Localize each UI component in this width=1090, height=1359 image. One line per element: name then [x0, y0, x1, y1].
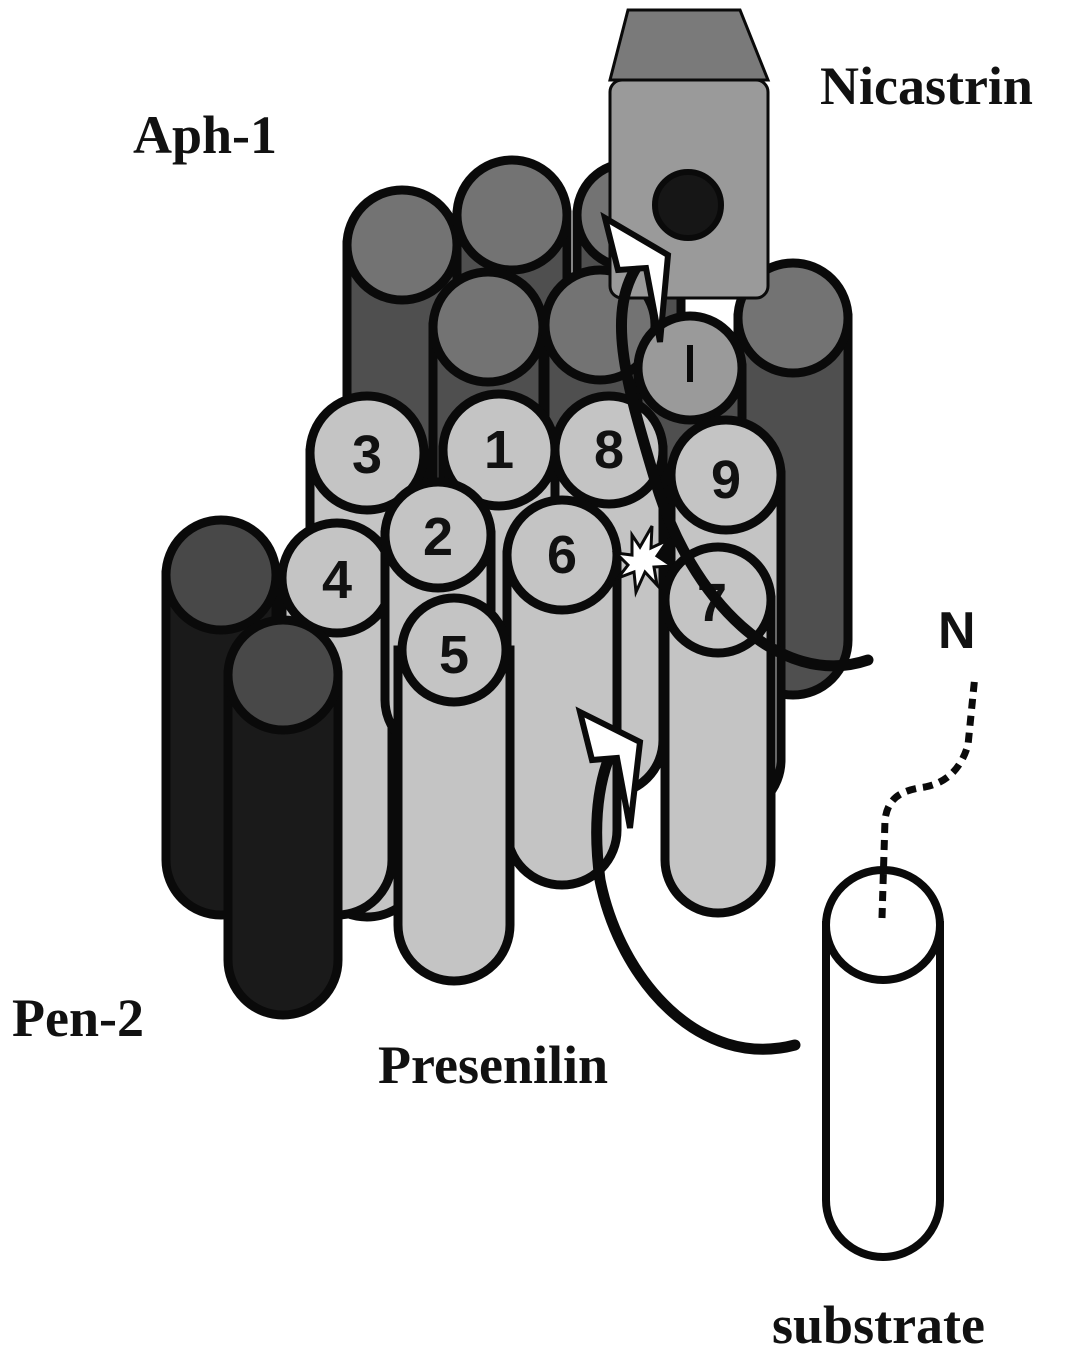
tm-number: 3: [352, 425, 382, 485]
aph1-helix-top: [347, 190, 457, 300]
tm-number: 5: [439, 625, 469, 685]
tm-number: 9: [711, 450, 741, 510]
label-substrate: substrate: [772, 1295, 985, 1355]
nicastrin-dot: [655, 172, 721, 238]
label-pen2: Pen-2: [12, 988, 144, 1048]
tm-number: 1: [484, 420, 514, 480]
label-aph1: Aph-1: [133, 105, 277, 165]
aph1-helix-top: [457, 160, 567, 270]
nicastrin-top-face: [610, 10, 768, 80]
aph1-helix-top: [433, 272, 543, 382]
tm-number: 2: [423, 507, 453, 567]
pen2-helix-top: [166, 520, 276, 630]
label-nicastrin: Nicastrin: [820, 56, 1033, 116]
pen2-helix-top: [228, 620, 338, 730]
label-n-terminus: N: [938, 602, 976, 660]
tm-number: 4: [322, 550, 352, 610]
tm-number: 6: [547, 525, 577, 585]
label-presenilin: Presenilin: [378, 1035, 608, 1095]
substrate-helix: [826, 870, 940, 1257]
tm-number: 8: [594, 420, 624, 480]
pen2-helices-front: [228, 620, 338, 1015]
